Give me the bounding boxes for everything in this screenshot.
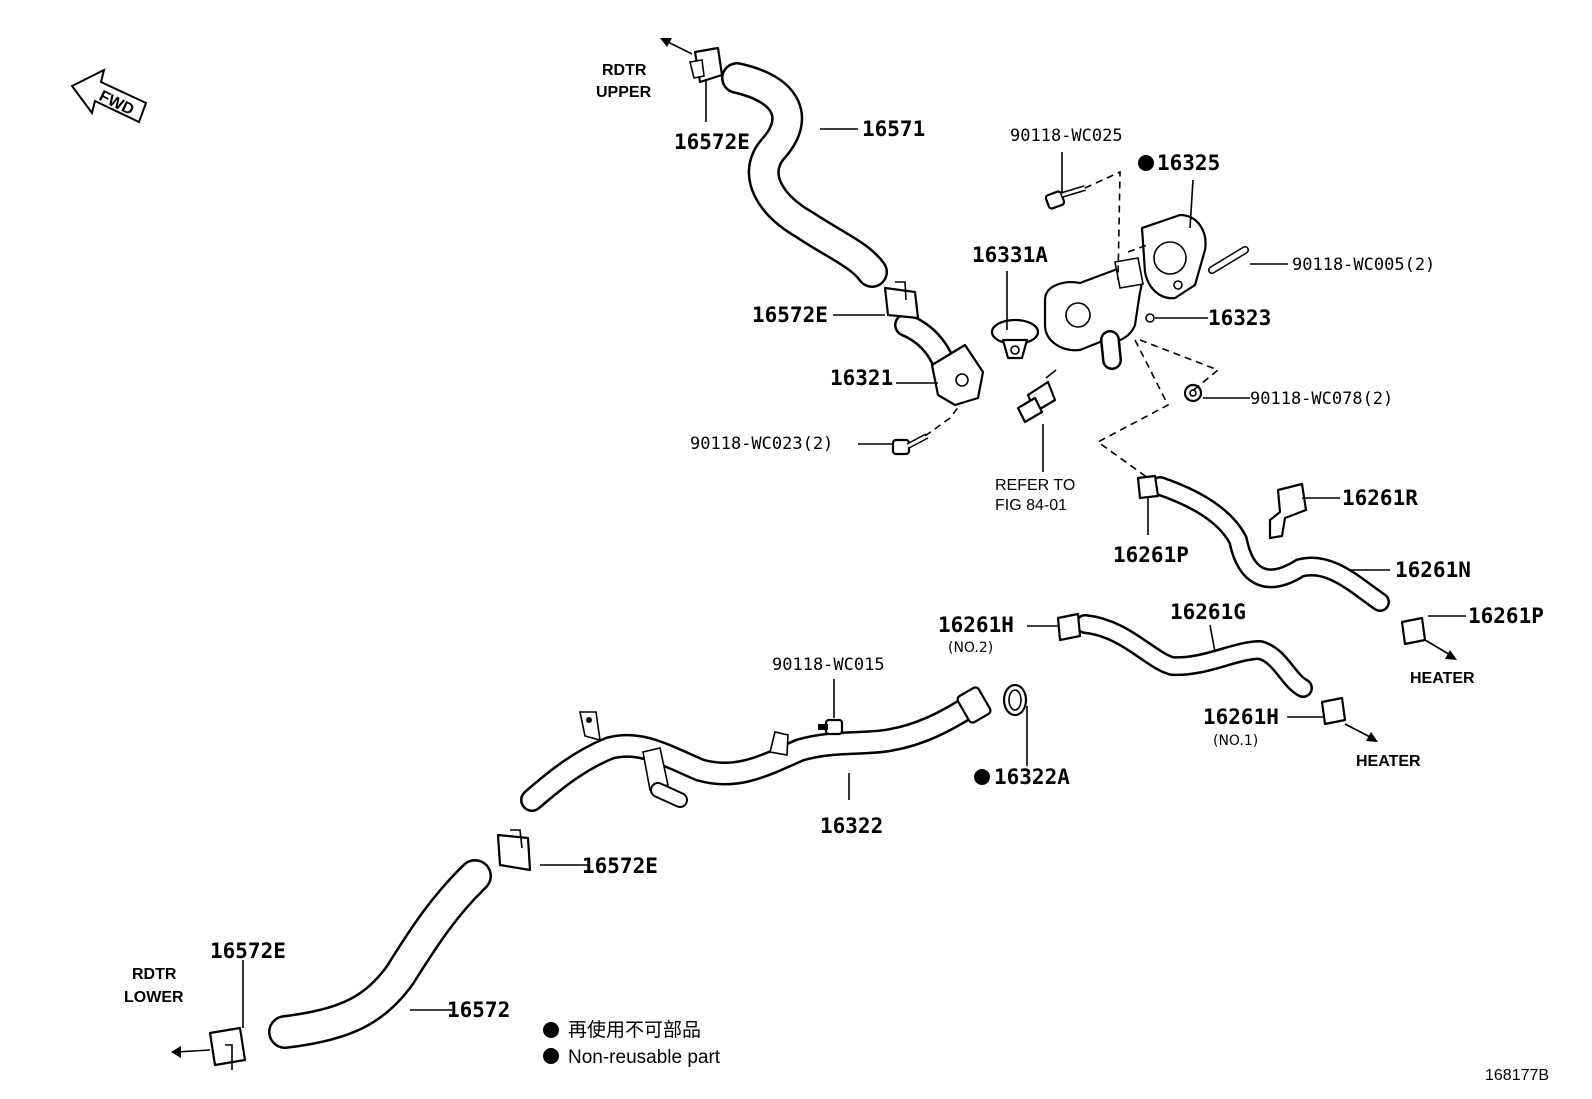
label-16571[interactable]: 16571 [862, 117, 925, 141]
label-16323[interactable]: 16323 [1208, 306, 1271, 330]
caption-rdtr-lower-2: LOWER [124, 989, 184, 1006]
hose-16571[interactable] [721, 62, 888, 288]
label-16261h-no1[interactable]: 16261H [1203, 705, 1279, 729]
refer-note-1: REFER TO [995, 477, 1075, 494]
figure-id: 168177B [1485, 1067, 1549, 1084]
label-16325[interactable]: 16325 [1157, 151, 1220, 175]
label-16572e-mid[interactable]: 16572E [752, 303, 828, 327]
stud-90118-wc005[interactable] [1208, 246, 1249, 274]
temperature-sensor[interactable] [1016, 369, 1057, 424]
hose-16261n[interactable] [1150, 476, 1390, 612]
clamp-16261p-left[interactable] [1136, 474, 1160, 500]
bolt-90118-wc025[interactable] [1044, 185, 1086, 210]
arrow-rdtr-upper-icon [660, 38, 693, 55]
nut-90118-wc078[interactable] [1183, 383, 1203, 403]
label-16261p-right[interactable]: 16261P [1468, 604, 1544, 628]
thermostat-16331a[interactable] [990, 318, 1040, 360]
legend-jp: 再使用不可部品 [568, 1019, 701, 1041]
arrow-heater-lower-icon [1344, 723, 1378, 742]
label-16261n[interactable]: 16261N [1395, 558, 1471, 582]
label-16261r[interactable]: 16261R [1342, 486, 1418, 510]
non-reusable-marker-16325 [1138, 155, 1154, 171]
arrow-rdtr-lower-icon [171, 1046, 211, 1058]
label-no2: (NO.2) [948, 640, 993, 656]
label-16572e-low[interactable]: 16572E [582, 854, 658, 878]
caption-heater-upper: HEATER [1410, 670, 1475, 687]
leader-lines [242, 79, 1466, 1028]
pipe-16322[interactable] [520, 686, 992, 812]
label-16261h-no2[interactable]: 16261H [938, 613, 1014, 637]
bolt-90118-wc023[interactable] [891, 433, 929, 456]
arrow-heater-upper-icon [1424, 639, 1457, 660]
water-inlet-16321[interactable] [894, 313, 985, 407]
clip-16261r[interactable] [1268, 482, 1308, 540]
o-ring-16322a[interactable] [1002, 683, 1028, 717]
label-16261g[interactable]: 16261G [1170, 600, 1246, 624]
label-16572e-top[interactable]: 16572E [674, 130, 750, 154]
label-16261p-left[interactable]: 16261P [1113, 543, 1189, 567]
legend-bullet-icon [543, 1022, 559, 1038]
label-16572e-bottom[interactable]: 16572E [210, 939, 286, 963]
legend: 再使用不可部品 Non-reusable part [543, 1019, 721, 1068]
label-16321[interactable]: 16321 [830, 366, 893, 390]
clamp-16572e-bottom[interactable] [208, 1026, 247, 1070]
gasket-16325[interactable] [1140, 213, 1207, 300]
clamp-16572e-top[interactable] [689, 46, 724, 84]
label-90118-wc025[interactable]: 90118-WC025 [1010, 126, 1123, 146]
clamp-16572e-low[interactable] [496, 829, 532, 872]
label-90118-wc015[interactable]: 90118-WC015 [772, 655, 885, 675]
hose-16572[interactable] [268, 859, 492, 1049]
caption-rdtr-upper-2: UPPER [596, 84, 652, 101]
water-outlet-16323[interactable] [1043, 257, 1155, 370]
label-16322a[interactable]: 16322A [994, 765, 1070, 789]
clamp-16261p-right[interactable] [1400, 616, 1427, 646]
caption-rdtr-lower-1: RDTR [132, 966, 177, 983]
fwd-arrow-icon: FWD [70, 68, 148, 124]
clamp-16572e-mid[interactable] [883, 281, 920, 320]
label-90118-wc005[interactable]: 90118-WC005(2) [1292, 255, 1435, 275]
clamp-16261h-no1[interactable] [1320, 696, 1347, 726]
bolt-90118-wc015[interactable] [818, 718, 844, 736]
label-16572[interactable]: 16572 [447, 998, 510, 1022]
non-reusable-marker-16322a [974, 769, 990, 785]
legend-bullet-icon [543, 1048, 559, 1064]
label-no1: (NO.1) [1213, 733, 1258, 749]
label-16331a[interactable]: 16331A [972, 243, 1048, 267]
label-90118-wc078[interactable]: 90118-WC078(2) [1250, 389, 1393, 409]
part-labels: RDTR UPPER 16572E 16571 90118-WC025 1632… [124, 62, 1544, 1022]
legend-en: Non-reusable part [568, 1047, 721, 1068]
hose-16261g[interactable] [1075, 614, 1313, 698]
caption-heater-lower: HEATER [1356, 753, 1421, 770]
clamp-16261h-no2[interactable] [1056, 612, 1082, 642]
caption-rdtr-upper-1: RDTR [602, 62, 647, 79]
assembly-guide-lines [924, 170, 1220, 479]
label-90118-wc023[interactable]: 90118-WC023(2) [690, 434, 833, 454]
label-16322[interactable]: 16322 [820, 814, 883, 838]
refer-note-2: FIG 84-01 [995, 497, 1067, 514]
